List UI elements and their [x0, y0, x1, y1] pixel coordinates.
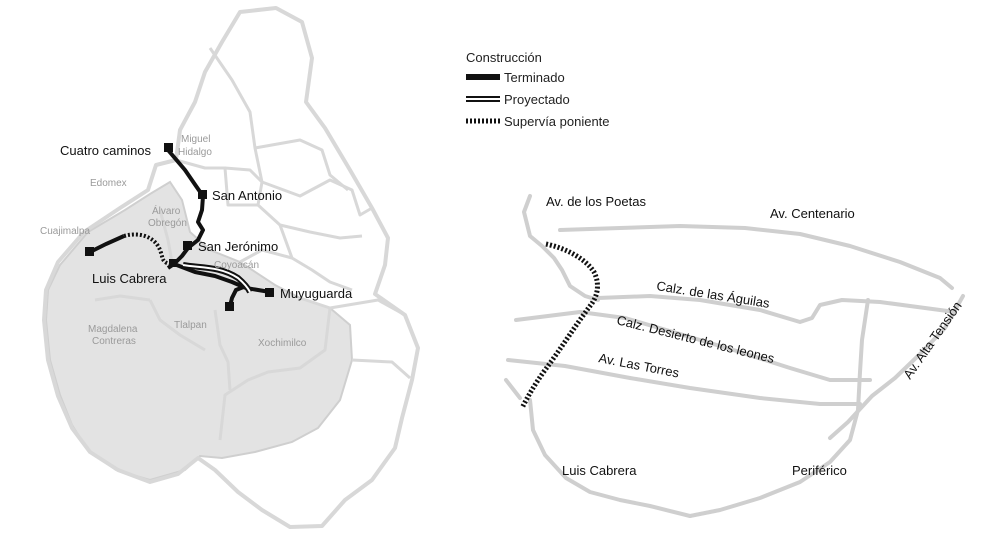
legend-item-proyectado: Proyectado	[504, 92, 570, 107]
route-terminado-cuajimalpa	[89, 234, 125, 254]
station-marker-luis-cabrera	[169, 259, 177, 267]
area-label-contreras: Contreras	[92, 336, 136, 347]
road-network	[504, 194, 965, 518]
right-road-map: Av. de los Poetas Av. Centenario Calz. d…	[504, 194, 965, 518]
station-marker-san-jeronimo	[183, 241, 192, 250]
legend: Construcción Terminado Proyectado Superv…	[466, 50, 610, 129]
area-label-coyoacan: Coyoacán	[214, 260, 259, 271]
label-cuatro-caminos: Cuatro caminos	[60, 143, 152, 158]
legend-item-supervia: Supervía poniente	[504, 114, 610, 129]
road-label-luis-cabrera: Luis Cabrera	[562, 463, 637, 478]
area-label-xochimilco: Xochimilco	[258, 338, 307, 349]
city-outer-boundary	[42, 6, 420, 529]
area-label-hidalgo: Hidalgo	[178, 147, 212, 158]
label-san-jeronimo: San Jerónimo	[198, 239, 278, 254]
legend-swatch-double-gap	[466, 98, 500, 100]
label-luis-cabrera: Luis Cabrera	[92, 271, 167, 286]
area-label-magdalena: Magdalena	[88, 324, 138, 335]
area-label-edomex: Edomex	[90, 178, 127, 189]
area-label-obregon: Obregón	[148, 218, 187, 229]
borough-borders	[94, 47, 411, 441]
area-label-miguel: Miguel	[181, 134, 210, 145]
area-label-alvaro: Álvaro	[152, 204, 181, 217]
station-marker-cuajimalpa-end	[85, 247, 94, 256]
station-marker-san-antonio	[198, 190, 207, 199]
route-terminado-north	[166, 148, 205, 270]
right-route-supervia-dotted	[519, 241, 600, 410]
road-label-poetas: Av. de los Poetas	[546, 194, 646, 209]
route-superviia-dotted	[123, 232, 171, 266]
label-san-antonio: San Antonio	[212, 188, 282, 203]
road-label-aguilas: Calz. de las Águilas	[656, 278, 772, 311]
station-marker-muyuguarda	[265, 288, 274, 297]
legend-item-terminado: Terminado	[504, 70, 565, 85]
left-district-map: Cuatro caminos San Antonio San Jerónimo …	[40, 6, 420, 529]
legend-swatch-solid	[466, 74, 500, 80]
area-label-cuajimalpa: Cuajimalpa	[40, 226, 90, 237]
legend-title: Construcción	[466, 50, 542, 65]
road-label-centenario: Av. Centenario	[770, 206, 855, 221]
road-label-periferico: Periférico	[792, 463, 847, 478]
label-muyuguarda: Muyuguarda	[280, 286, 353, 301]
area-label-tlalpan: Tlalpan	[174, 320, 207, 331]
station-marker-cuatro-caminos	[164, 143, 173, 152]
route-proyectado-inner	[182, 264, 251, 293]
station-marker-south-end	[225, 302, 234, 311]
